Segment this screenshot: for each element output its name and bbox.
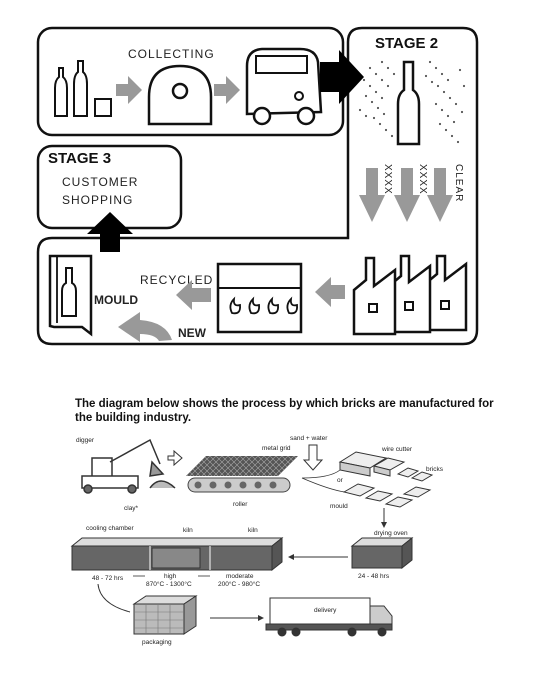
kiln-label: kiln bbox=[248, 527, 258, 534]
high-temp-label: 870°C - 1300°C bbox=[146, 580, 192, 588]
arrow-down-icon bbox=[427, 168, 453, 222]
kiln-chain-icon bbox=[70, 536, 284, 572]
truck-icon bbox=[245, 47, 323, 126]
connector-line bbox=[97, 583, 131, 613]
clear-label: CLEAR bbox=[453, 164, 464, 202]
stage2-panel bbox=[36, 26, 479, 346]
digger-icon bbox=[81, 438, 176, 494]
factory-icon bbox=[352, 254, 468, 336]
drying-oven-icon bbox=[350, 536, 414, 570]
arrow-right-icon bbox=[167, 449, 183, 467]
arrow-left-icon bbox=[288, 554, 294, 560]
bottle-icon bbox=[396, 60, 421, 146]
recycling-diagram: COLLECTING STAGE 2 bbox=[36, 26, 479, 346]
arrow-up-black-icon bbox=[87, 212, 133, 252]
drying-oven-label: drying oven bbox=[374, 530, 408, 537]
arrow-down-icon bbox=[381, 522, 387, 528]
drying-time-label: 24 - 48 hrs bbox=[358, 573, 390, 580]
delivery-label: delivery bbox=[314, 607, 337, 614]
xxxx-label: XXXX bbox=[417, 164, 428, 195]
arrow-right-icon bbox=[258, 615, 264, 621]
shopping-label: SHOPPING bbox=[62, 193, 133, 207]
arrow-down-icon bbox=[394, 168, 420, 222]
high-label: high bbox=[164, 573, 177, 580]
mould-label: MOULD bbox=[94, 293, 138, 307]
cooling-chamber-label: cooling chamber bbox=[86, 525, 135, 532]
arrow-right-icon bbox=[214, 76, 240, 104]
wire-cutter-label: wire cutter bbox=[381, 446, 413, 453]
delivery-truck-icon bbox=[265, 597, 393, 637]
roller-label: roller bbox=[233, 501, 248, 508]
wire-cutter-icon bbox=[338, 451, 434, 482]
packaging-icon bbox=[132, 595, 198, 635]
bricks-label: bricks bbox=[426, 466, 444, 473]
metal-grid-icon bbox=[186, 456, 298, 493]
or-label: or bbox=[337, 477, 344, 484]
clay-label: clay* bbox=[124, 505, 139, 512]
sand-water-label: sand + water bbox=[290, 435, 328, 442]
xxxx-label: XXXX bbox=[382, 164, 393, 195]
arrow-right-black-icon bbox=[320, 50, 364, 104]
arrow-down-icon bbox=[302, 444, 324, 471]
moderate-label: moderate bbox=[226, 573, 254, 580]
cool-time-label: 48 - 72 hrs bbox=[92, 575, 124, 582]
curved-arrow-icon bbox=[118, 312, 172, 342]
connector-line bbox=[301, 469, 346, 493]
brick-diagram-caption: The diagram below shows the process by w… bbox=[75, 398, 494, 424]
digger-label: digger bbox=[76, 437, 95, 444]
arrow-left-icon bbox=[315, 277, 345, 307]
recycled-label: RECYCLED bbox=[140, 273, 213, 287]
packaging-label: packaging bbox=[142, 639, 172, 646]
new-label: NEW bbox=[178, 326, 207, 340]
moderate-temp-label: 200°C - 980°C bbox=[218, 580, 260, 588]
collecting-label: COLLECTING bbox=[128, 47, 215, 61]
stage2-title: STAGE 2 bbox=[375, 35, 438, 52]
customer-label: CUSTOMER bbox=[62, 175, 138, 189]
arrow-left-icon bbox=[176, 280, 211, 310]
kiln-label: kiln bbox=[183, 527, 193, 534]
bottles-icon bbox=[54, 60, 112, 117]
arrow-down-icon bbox=[359, 168, 385, 222]
bottle-bank-icon bbox=[147, 64, 213, 126]
brick-mould-icon bbox=[342, 483, 432, 508]
stage3-title: STAGE 3 bbox=[48, 150, 111, 167]
mould-icon bbox=[48, 254, 93, 337]
arrow-right-icon bbox=[116, 76, 142, 104]
spray-dots-icon bbox=[358, 60, 466, 144]
metal-grid-label: metal grid bbox=[262, 445, 291, 452]
furnace-icon bbox=[216, 262, 303, 334]
mould-label: mould bbox=[330, 503, 348, 510]
brick-diagram: digger clay* metal grid roller sand + wa… bbox=[70, 435, 444, 646]
